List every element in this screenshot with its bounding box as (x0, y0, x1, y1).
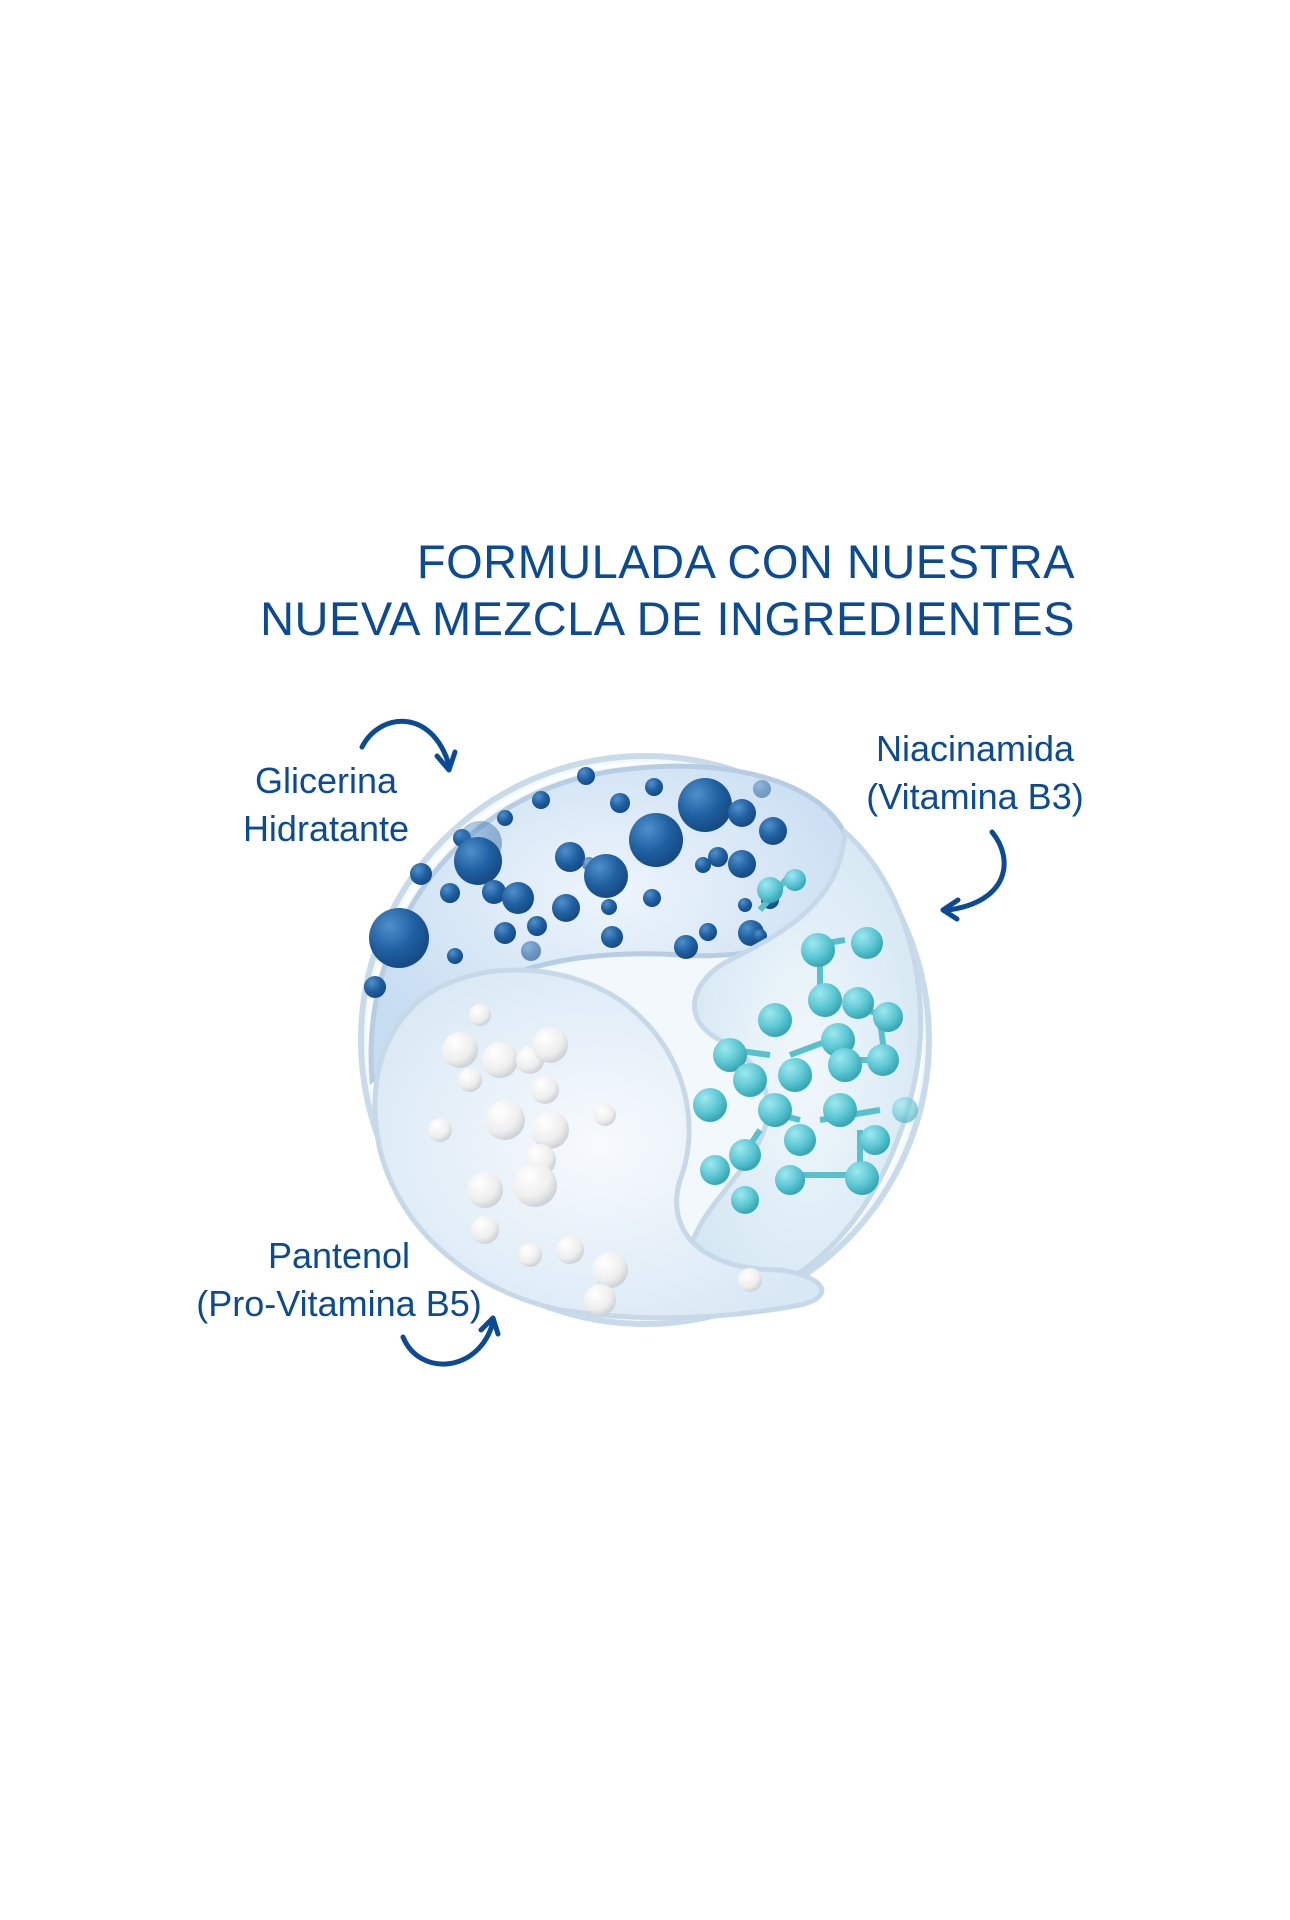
pod-pantenol (372, 967, 825, 1321)
label-glicerina-line-1: Glicerina (254, 760, 398, 801)
label-niacinamida-line-2: (Vitamina B3) (866, 776, 1084, 817)
label-niacinamida: Niacinamida (Vitamina B3) (852, 725, 1098, 821)
label-glicerina: Glicerina Hidratante (236, 757, 416, 853)
arrow-glicerina-icon (359, 718, 458, 773)
label-pantenol-line-1: Pantenol (267, 1235, 411, 1276)
headline-line-2: NUEVA MEZCLA DE INGREDIENTES (260, 592, 1075, 645)
label-pantenol: Pantenol (Pro-Vitamina B5) (183, 1232, 495, 1328)
arrow-pantenol-icon (400, 1315, 501, 1367)
label-pantenol-line-2: (Pro-Vitamina B5) (196, 1283, 482, 1324)
headline: FORMULADA CON NUESTRA NUEVA MEZCLA DE IN… (260, 533, 1075, 647)
pod-niacinamida (684, 826, 924, 1306)
label-glicerina-line-2: Hidratante (242, 808, 410, 849)
pod-glicerina (364, 763, 854, 1086)
arrow-niacinamida-icon (940, 829, 1007, 922)
headline-line-1: FORMULADA CON NUESTRA (416, 535, 1075, 588)
label-niacinamida-line-1: Niacinamida (875, 728, 1075, 769)
